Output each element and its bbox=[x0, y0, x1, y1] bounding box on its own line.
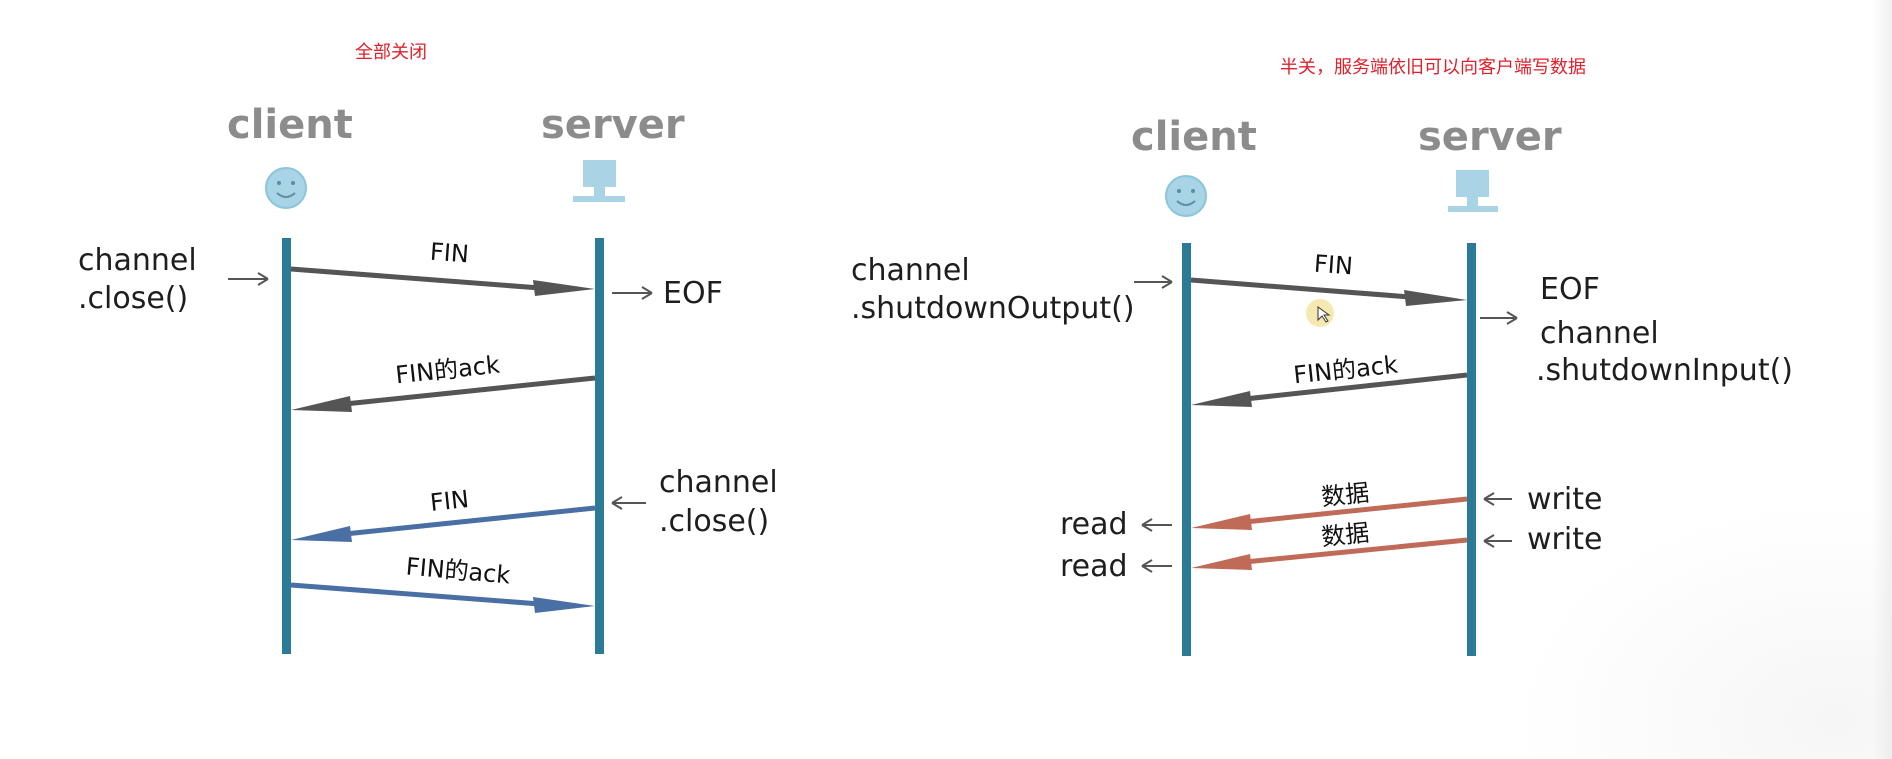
left-client-smiley-icon bbox=[265, 167, 307, 209]
left-ack-arrow bbox=[291, 375, 596, 412]
left-server-action-line2: .close() bbox=[659, 504, 770, 539]
right-fin-label: FIN bbox=[1313, 249, 1354, 281]
right-server-action-line1: channel bbox=[1540, 316, 1659, 351]
cursor-highlight-icon bbox=[1306, 299, 1334, 327]
right-server-label: server bbox=[1418, 114, 1562, 160]
left-fin-label: FIN bbox=[429, 237, 470, 269]
left-ack-return-arrow bbox=[290, 582, 595, 613]
right-caption: 半关，服务端依旧可以向客户端写数据 bbox=[1280, 57, 1586, 78]
left-server-eof: EOF bbox=[663, 276, 723, 311]
right-write-arrow-1 bbox=[1483, 492, 1512, 506]
left-eof-arrow bbox=[612, 286, 653, 300]
right-server-monitor-icon bbox=[1448, 170, 1498, 212]
right-client-action-line2: .shutdownOutput() bbox=[851, 291, 1135, 326]
right-client-lifeline bbox=[1182, 243, 1191, 656]
left-fin-arrow bbox=[290, 266, 595, 296]
left-server-lifeline bbox=[595, 238, 604, 654]
left-server-label: server bbox=[541, 102, 685, 148]
left-fin-return-label: FIN bbox=[428, 485, 471, 517]
left-server-action-arrow bbox=[611, 496, 646, 510]
right-data-label-2: 数据 bbox=[1319, 518, 1371, 552]
right-data-label-1: 数据 bbox=[1319, 478, 1371, 512]
right-client-read-1: read bbox=[1060, 507, 1128, 542]
right-fin-arrow bbox=[1190, 277, 1467, 306]
right-client-action-arrow bbox=[1134, 275, 1173, 289]
right-ack-arrow bbox=[1191, 372, 1468, 407]
right-server-action-line2: .shutdownInput() bbox=[1536, 353, 1793, 388]
left-client-label: client bbox=[227, 102, 353, 148]
right-server-eof: EOF bbox=[1540, 272, 1600, 307]
left-fin-return-arrow bbox=[291, 505, 596, 542]
right-client-read-2: read bbox=[1060, 549, 1128, 584]
left-client-action-arrow bbox=[228, 272, 269, 286]
right-server-lifeline bbox=[1467, 243, 1476, 656]
right-read-arrow-2 bbox=[1141, 559, 1172, 573]
right-write-arrow-2 bbox=[1483, 534, 1512, 548]
left-server-action-line1: channel bbox=[659, 465, 778, 500]
left-client-action-line1: channel bbox=[78, 243, 197, 278]
right-client-label: client bbox=[1131, 114, 1257, 160]
left-server-monitor-icon bbox=[573, 160, 625, 202]
left-caption: 全部关闭 bbox=[355, 42, 427, 63]
right-client-action-line1: channel bbox=[851, 253, 970, 288]
right-eof-arrow bbox=[1480, 311, 1518, 325]
right-read-arrow-1 bbox=[1141, 518, 1172, 532]
right-data-arrow-2 bbox=[1191, 537, 1468, 570]
left-client-action-line2: .close() bbox=[78, 281, 189, 316]
corner-shade bbox=[1512, 499, 1892, 759]
right-data-arrow-1 bbox=[1191, 496, 1468, 530]
right-client-smiley-icon bbox=[1165, 175, 1207, 217]
edge-shade bbox=[1872, 0, 1892, 759]
left-client-lifeline bbox=[282, 238, 291, 654]
